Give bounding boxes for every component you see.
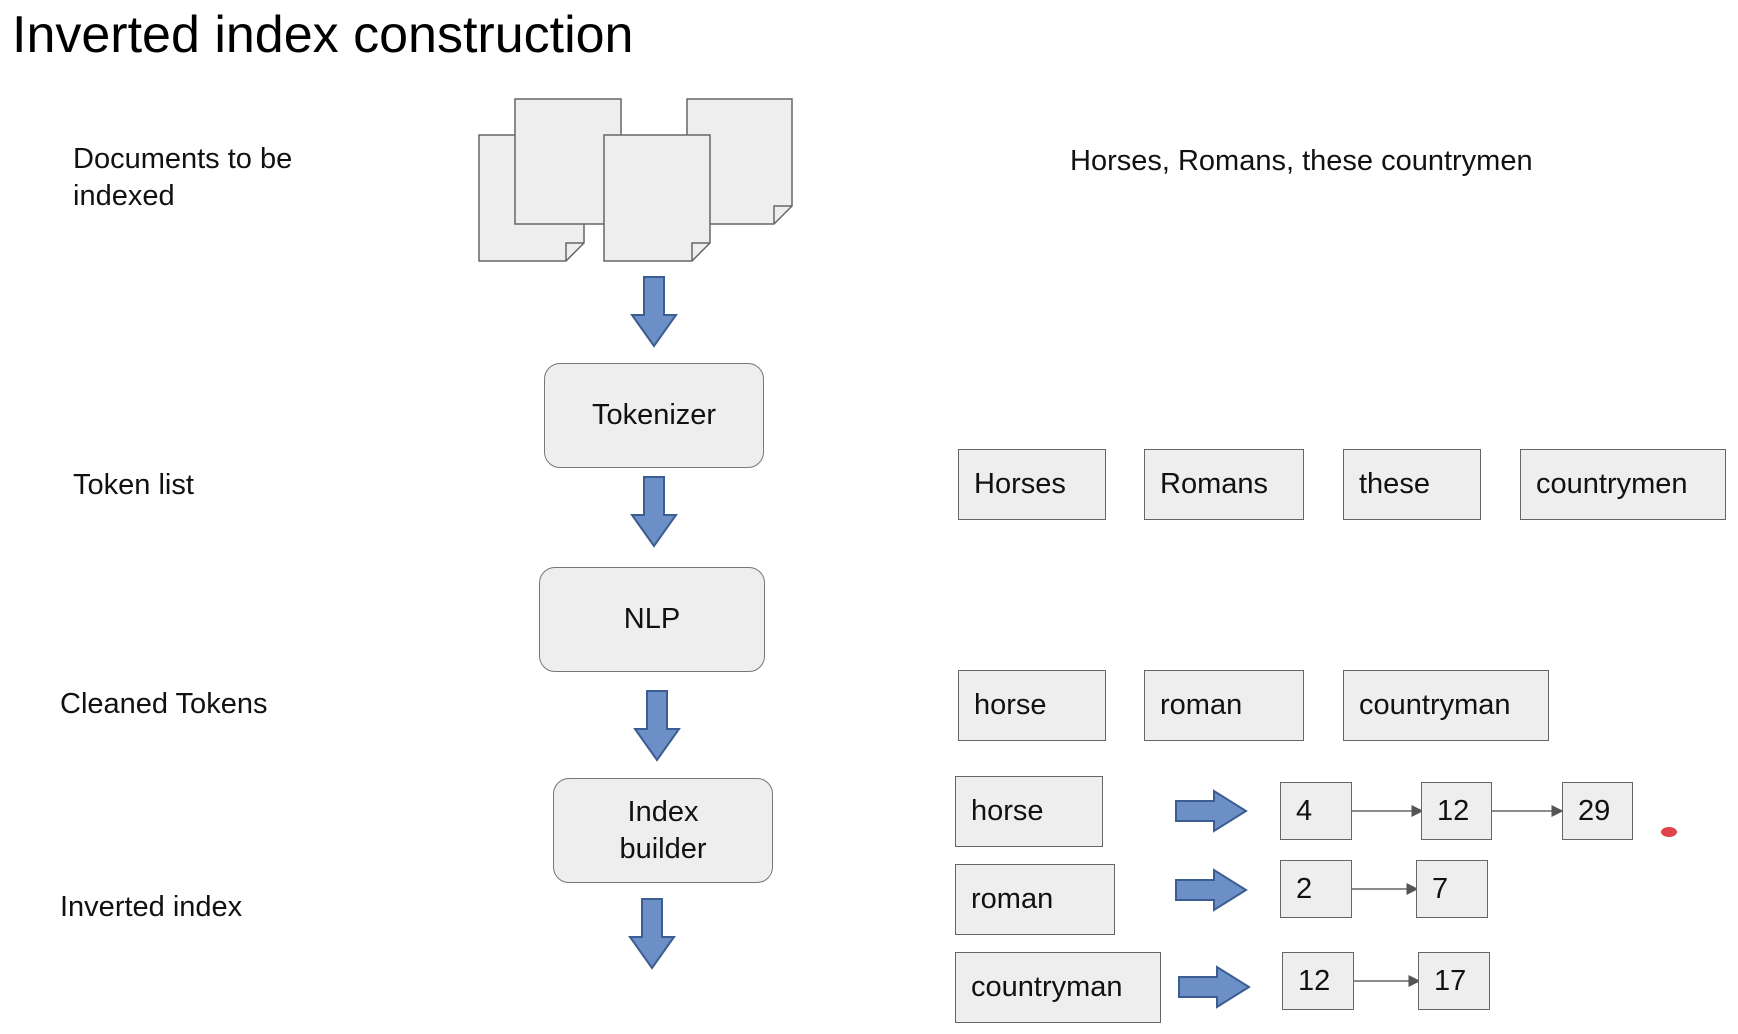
documents-icon xyxy=(478,98,793,262)
down-arrow-icon xyxy=(630,476,678,548)
pointer-dot xyxy=(1661,827,1677,837)
token-box: countrymen xyxy=(1520,449,1726,520)
label-token-list: Token list xyxy=(73,469,194,501)
cleaned-token-box: countryman xyxy=(1343,670,1549,741)
nlp-box: NLP xyxy=(539,567,765,672)
down-arrow-icon xyxy=(633,690,681,762)
label-inverted-index: Inverted index xyxy=(60,891,243,923)
tokenizer-box: Tokenizer xyxy=(544,363,764,468)
example-sentence: Horses, Romans, these countrymen xyxy=(1070,145,1533,177)
down-arrow-icon xyxy=(630,276,678,348)
cleaned-token-box: roman xyxy=(1144,670,1304,741)
right-arrow-icon xyxy=(1175,789,1248,833)
cleaned-token-box: horse xyxy=(958,670,1106,741)
page-title: Inverted index construction xyxy=(12,6,634,64)
posting-box: 12 xyxy=(1282,952,1354,1010)
posting-box: 4 xyxy=(1280,782,1352,840)
posting-box: 12 xyxy=(1421,782,1492,840)
label-cleaned-tokens: Cleaned Tokens xyxy=(60,688,268,720)
posting-box: 2 xyxy=(1280,860,1352,918)
index-term-box: roman xyxy=(955,864,1115,935)
posting-box: 17 xyxy=(1418,952,1490,1010)
document-icon xyxy=(686,98,793,225)
down-arrow-icon xyxy=(628,898,676,970)
token-box: these xyxy=(1343,449,1481,520)
index-term-box: horse xyxy=(955,776,1103,847)
right-arrow-icon xyxy=(1178,965,1251,1009)
right-arrow-icon xyxy=(1175,868,1248,912)
index-builder-label: Index builder xyxy=(619,795,707,865)
nlp-label: NLP xyxy=(623,603,681,635)
document-icon xyxy=(603,134,711,262)
token-box: Horses xyxy=(958,449,1106,520)
label-documents: Documents to be indexed xyxy=(73,143,293,212)
posting-box: 29 xyxy=(1562,782,1633,840)
index-term-box: countryman xyxy=(955,952,1161,1023)
posting-box: 7 xyxy=(1416,860,1488,918)
index-builder-box: Index builder xyxy=(553,778,773,883)
tokenizer-label: Tokenizer xyxy=(591,399,717,431)
token-box: Romans xyxy=(1144,449,1304,520)
